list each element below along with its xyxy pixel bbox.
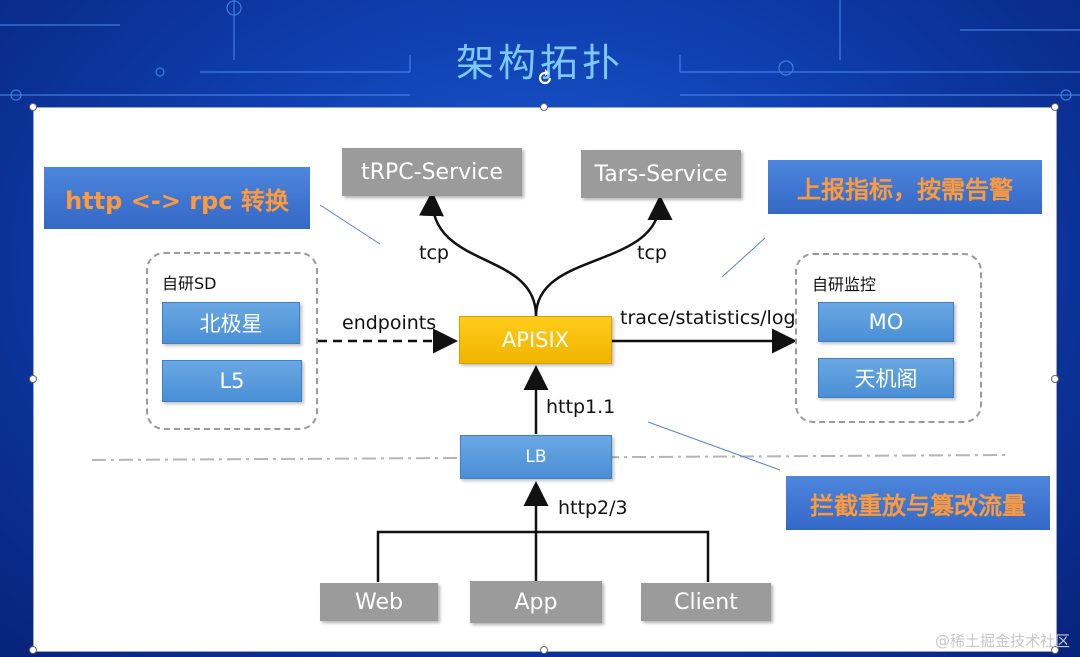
monitor-item-mo: MO <box>818 302 954 342</box>
client-client: Client <box>641 583 771 621</box>
rotate-handle-icon[interactable] <box>535 68 555 88</box>
resize-handle[interactable] <box>29 646 37 654</box>
resize-handle[interactable] <box>1051 375 1059 383</box>
http23-label: http2/3 <box>558 497 628 519</box>
tars-service-node: Tars-Service <box>581 150 741 198</box>
http-rpc-callout: http <-> rpc 转换 <box>44 167 310 229</box>
resize-handle[interactable] <box>540 646 548 654</box>
tcp-left-label: tcp <box>419 242 449 264</box>
sd-group <box>146 252 318 430</box>
monitor-group-title: 自研监控 <box>812 275 877 294</box>
client-app: App <box>470 581 602 623</box>
tcp-right-label: tcp <box>637 242 667 264</box>
intercept-callout: 拦截重放与篡改流量 <box>786 476 1050 530</box>
sd-item-l5: L5 <box>162 360 302 402</box>
sd-item-beijixing: 北极星 <box>162 302 300 344</box>
watermark: @稀土掘金技术社区 <box>934 632 1070 650</box>
resize-handle[interactable] <box>1051 646 1059 654</box>
resize-handle[interactable] <box>540 103 548 111</box>
monitor-item-tianjige: 天机阁 <box>818 358 954 398</box>
trace-label: trace/statistics/log <box>620 307 796 329</box>
lb-node: LB <box>460 435 612 479</box>
resize-handle[interactable] <box>1051 103 1059 111</box>
monitor-group <box>795 253 982 423</box>
report-alert-callout: 上报指标，按需告警 <box>768 160 1042 214</box>
page-title: 架构拓扑 <box>455 41 624 85</box>
endpoints-label: endpoints <box>342 312 437 334</box>
resize-handle[interactable] <box>29 375 37 383</box>
trpc-service-node: tRPC-Service <box>342 148 522 196</box>
apisix-node: APISIX <box>459 316 612 364</box>
http11-label: http1.1 <box>546 396 616 418</box>
sd-group-title: 自研SD <box>162 274 217 293</box>
client-web: Web <box>320 583 438 621</box>
resize-handle[interactable] <box>29 103 37 111</box>
